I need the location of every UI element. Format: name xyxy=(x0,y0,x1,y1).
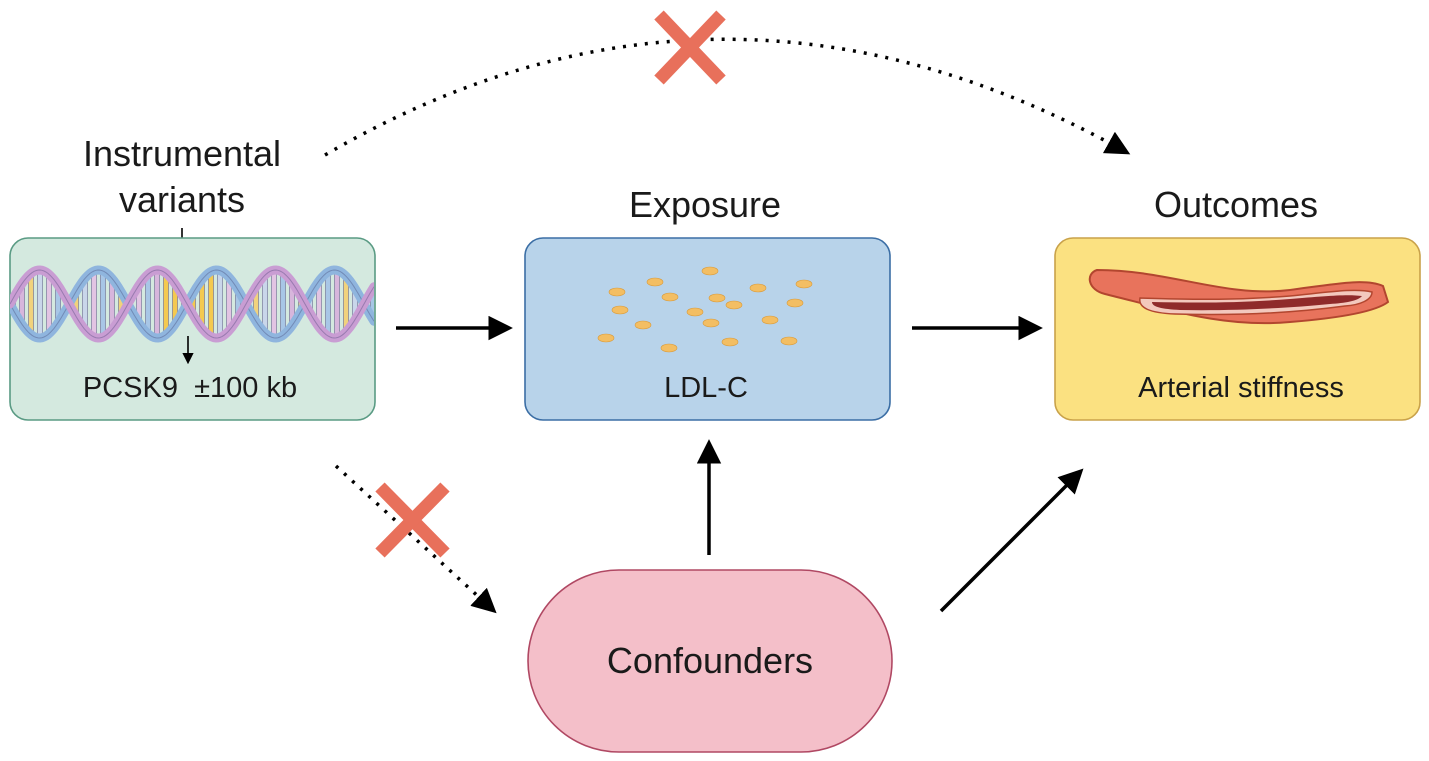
outcomes-box-text: Arterial stiffness xyxy=(1138,372,1344,404)
ldl-particles-icon xyxy=(597,266,813,353)
dotted-arrow-instruments-to-confounders xyxy=(334,464,497,614)
cross-mark-icon xyxy=(375,482,450,558)
instruments-label-line1: Instrumental xyxy=(83,133,281,174)
confounders-shape xyxy=(527,569,893,753)
outcomes-title: Outcomes xyxy=(1154,184,1318,225)
outcomes-node: Outcomes Arterial stiffness xyxy=(1054,184,1421,421)
confounders-node: Confounders xyxy=(527,569,893,753)
dna-helix-icon xyxy=(10,265,374,343)
exposure-box-text: LDL-C xyxy=(664,372,748,404)
confounders-label: Confounders xyxy=(607,640,813,681)
exposure-node: Exposure LDL-C xyxy=(524,184,891,421)
instruments-label-line2: variants xyxy=(119,179,245,220)
artery-icon xyxy=(1088,268,1390,325)
instruments-box-text: PCSK9 ±100 kb xyxy=(83,372,297,404)
causal-arrows xyxy=(324,37,1131,614)
cross-mark-icon xyxy=(654,10,726,85)
exposure-title: Exposure xyxy=(629,184,781,225)
instruments-node: Instrumental variants PCSK9 ±100 kb xyxy=(9,133,376,421)
dotted-arrow-instruments-to-outcomes xyxy=(324,37,1131,157)
arrow-confounders-to-outcomes xyxy=(939,468,1084,613)
